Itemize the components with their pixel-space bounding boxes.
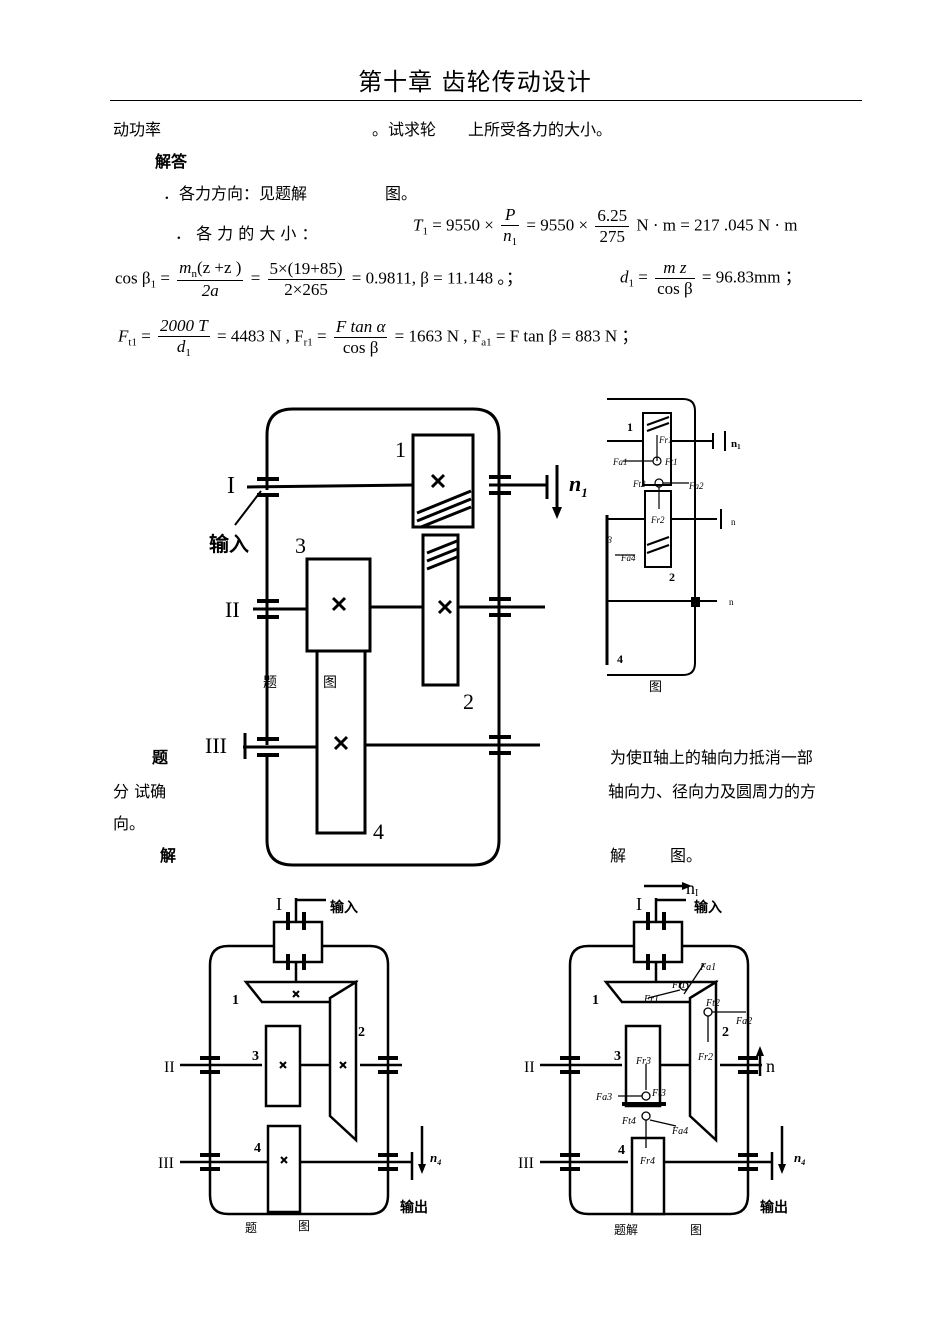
figure-force-diagram-2: I 输入 nI II III n 1 2 3 4 输出 n4 Fa1 Ft1 F… (518, 878, 805, 1237)
fig1-input-label: 输入 (209, 532, 249, 556)
sol2-c: 图。 (670, 846, 703, 865)
fig2-gear2-label: 2 (669, 570, 675, 584)
fig3-output-label: 输出 (400, 1199, 428, 1216)
fig4-gear4-label: 4 (618, 1143, 625, 1158)
fig2-label-fa4: Fa4 (620, 553, 636, 563)
fig2-label-fa1: Fa1 (612, 457, 628, 467)
fig1-gear4-label: 4 (373, 819, 384, 844)
fig2-label-t3: t3 (605, 535, 613, 545)
fig4-label-fr1: Fr1 (643, 994, 659, 1005)
fig2-caption: 图 (649, 679, 662, 694)
fig4-label-fr3: Fr3 (635, 1056, 651, 1067)
fig4-input-label: 输入 (694, 899, 722, 916)
fig4-n2: n (766, 1056, 775, 1076)
fig4-label-fr4: Fr4 (639, 1156, 655, 1167)
fig4-label-fa1: Fa1 (699, 962, 716, 973)
fig3-gear4-label: 4 (254, 1141, 261, 1156)
header-rule (110, 100, 862, 101)
fig4-label-fr2: Fr2 (697, 1052, 713, 1063)
fig4-n4: n4 (794, 1150, 805, 1167)
fig4-shaft-II: II (524, 1059, 535, 1076)
fig4-caption-b: 图 (690, 1223, 702, 1237)
fig1-gear2-label: 2 (463, 689, 474, 714)
sol2-b: 解 (610, 846, 627, 865)
fig4-label-ft2: Ft2 (705, 998, 720, 1009)
sol2-a: 解 (160, 846, 177, 865)
fig1-shaft-III: III (205, 733, 227, 758)
fig4-shaft-III: III (518, 1155, 534, 1172)
fig4-label-fa4: Fa4 (671, 1126, 688, 1137)
fig1-speed-label: n1 (569, 471, 588, 500)
cos-beta-equation: cos β1 = mn(z +z )2a = 5×(19+85)2×265 = … (115, 258, 523, 300)
fig4-label-fa2: Fa2 (735, 1016, 752, 1027)
fig4-gear3-label: 3 (614, 1049, 621, 1064)
fig3-caption-b: 图 (298, 1219, 310, 1233)
fig3-gear3-label: 3 (252, 1049, 259, 1064)
q2-label: 题 (152, 748, 169, 767)
text-line1b: 。试求轮 (372, 120, 437, 139)
fig3-input-label: 输入 (330, 899, 358, 916)
fig1-shaft-I: I (227, 473, 235, 499)
fig4-label-ft3: Ft3 (651, 1088, 666, 1099)
fig2-label-ft1: Ft1 (664, 457, 678, 467)
fig4-label-ft1: Ft1 (671, 980, 686, 991)
text-line1c: 上所受各力的大小。 (468, 120, 613, 139)
fig2-label-fr2: Fr2 (650, 515, 665, 525)
q2-cont-b: 轴向力、径向力及圆周力的方 (608, 782, 817, 801)
fig4-label-fa3: Fa3 (595, 1092, 612, 1103)
fig1-gear3-label: 3 (295, 533, 306, 558)
fig3-shaft-I: I (276, 894, 282, 914)
fig3-shaft-III: III (158, 1155, 174, 1172)
fig4-label-ft4: Ft4 (621, 1116, 636, 1127)
fig2-label-fa2: Fa2 (688, 481, 704, 491)
item1-fig: 图。 (385, 184, 418, 203)
fig4-output-label: 输出 (760, 1199, 788, 1216)
figure-force-diagram-1: 1 2 4 Fr1 Fa1 Ft1 Ft2 Fa2 Fr2 t3 Fa4 n1 … (605, 395, 760, 695)
fig2-gear1-label: 1 (627, 420, 633, 434)
fig1-caption-b: 图 (323, 676, 337, 691)
figure-gearbox-1: I 输入 II III 1 2 3 4 n1 题 图 (195, 395, 588, 870)
fig4-gear1-label: 1 (592, 993, 599, 1008)
fig2-gear4-label: 4 (617, 652, 623, 666)
answer-title: 解答 (155, 152, 188, 171)
fig1-shaft-II: II (225, 597, 240, 622)
q2-text: 为使Ⅱ轴上的轴向力抵消一部 (610, 748, 813, 767)
fig3-caption-a: 题 (245, 1221, 257, 1235)
fig3-gear2-label: 2 (358, 1025, 365, 1040)
fig4-n1: nI (686, 878, 698, 899)
fig4-shaft-I: I (636, 894, 642, 914)
item1: ．各力方向：见题解 (163, 184, 308, 203)
fig3-shaft-II: II (164, 1059, 175, 1076)
fig4-caption-a: 题解 (614, 1223, 638, 1237)
fig2-n3: n (729, 597, 734, 607)
q2-cont-a: 分 试确 (113, 782, 167, 801)
fig3-gear1-label: 1 (232, 993, 239, 1008)
text-line1a: 动功率 (113, 120, 162, 139)
fig2-n1: n1 (731, 438, 741, 451)
page-header: 第十章 齿轮传动设计 (358, 68, 592, 96)
fig2-n2: n (731, 517, 736, 527)
figure-gearbox-2: I 输入 II III 1 2 3 4 输出 n4 题 图 (158, 894, 441, 1235)
item2-label: ． 各 力 的 大 小 ： (175, 224, 318, 243)
fig4-gear2-label: 2 (722, 1025, 729, 1040)
fig2-label-fr1: Fr1 (658, 435, 673, 445)
fig1-caption-a: 题 (263, 676, 277, 691)
fig2-label-ft2: Ft2 (632, 479, 646, 489)
fig3-n4: n4 (430, 1150, 441, 1167)
q2-end: 向。 (113, 814, 146, 833)
fig1-gear1-label: 1 (395, 437, 406, 462)
